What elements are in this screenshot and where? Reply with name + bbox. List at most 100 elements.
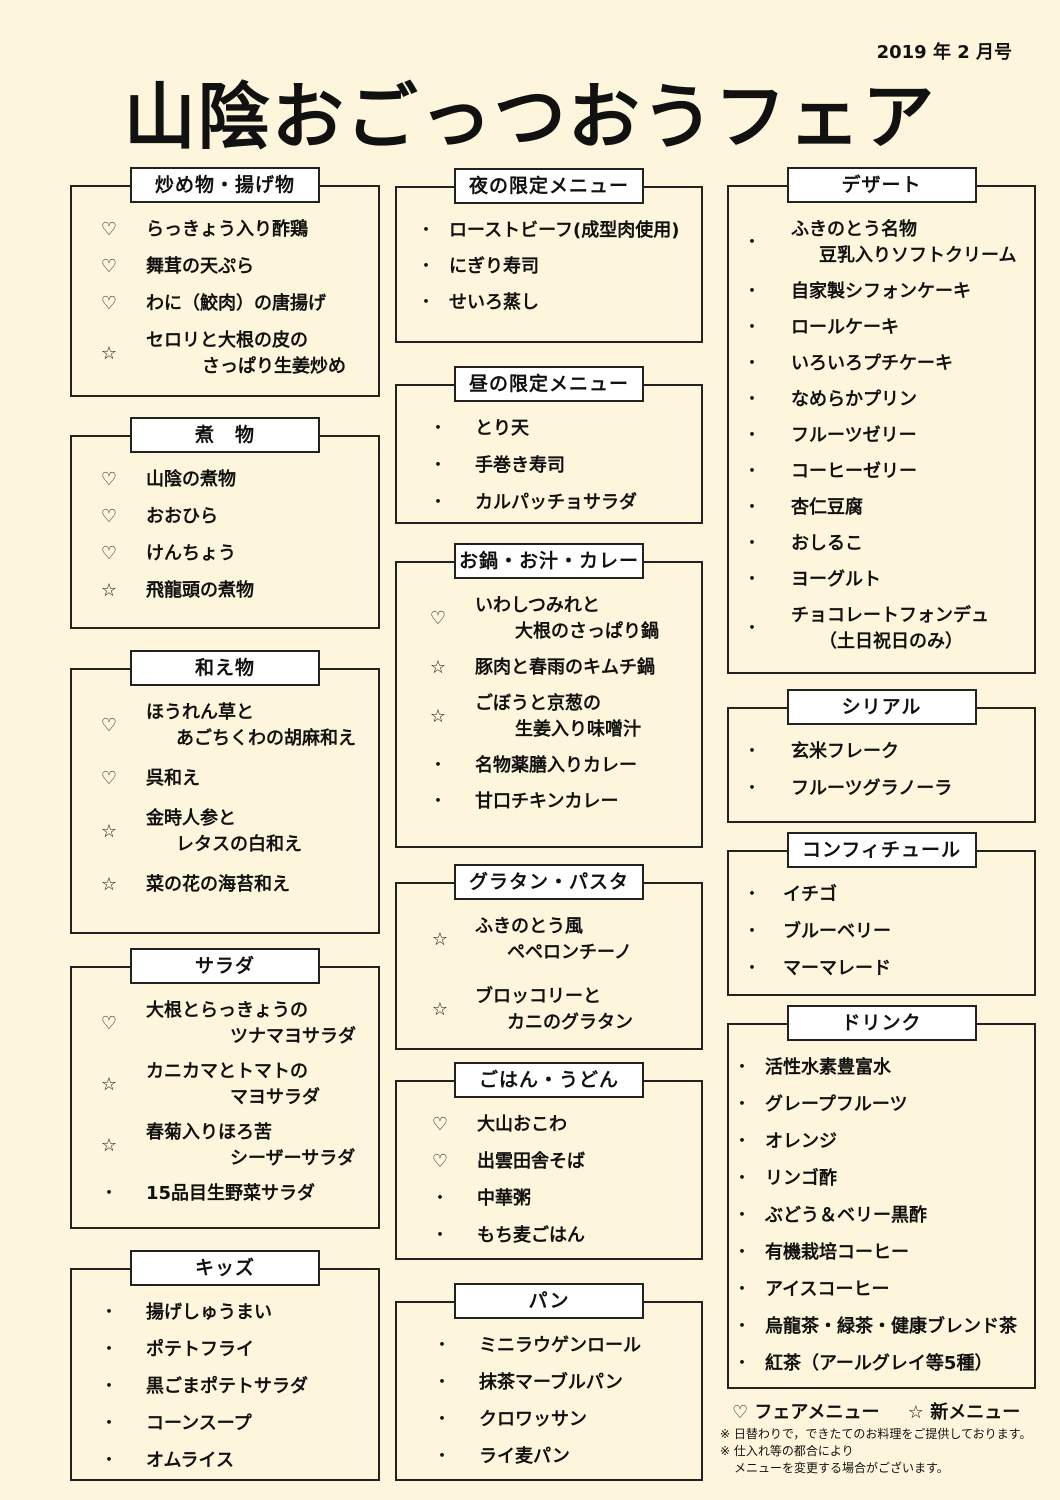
bullet-icon: ・ [743,921,761,942]
menu-item: ♡わに（鮫肉）の唐揚げ [72,291,378,317]
menu-list: ・イチゴ・ブルーベリー・マーマレード [729,882,1034,993]
menu-item-name: 大山おこわ [477,1114,567,1135]
menu-item: ・コーンスープ [72,1411,378,1437]
menu-item-name: 玄米フレーク [791,741,899,762]
section-title: シリアル [786,689,977,725]
new-mark-icon: ☆ [100,874,118,895]
section-title: お鍋・お汁・カレー [454,543,644,579]
fair-mark-icon: ♡ [100,768,118,789]
menu-item-name: いろいろプチケーキ [791,353,953,374]
menu-item-name-line2: （土日祝日のみ） [819,631,963,652]
section-gohan: ごはん・うどん♡大山おこわ♡出雲田舎そば・中華粥・もち麦ごはん [395,1062,703,1260]
section-aemono: 和え物♡ほうれん草とあごちくわの胡麻和え♡呉和え☆金時人参とレタスの白和え☆菜の… [70,650,380,934]
menu-item-name: オムライス [146,1450,235,1471]
bullet-icon: ・ [417,220,435,241]
section-title: コンフィチュール [786,832,977,868]
menu-item: ・ローストビーフ(成型肉使用) [397,218,701,244]
menu-item-name: 黒ごまポテトサラダ [146,1376,308,1397]
fair-mark-icon: ♡ [100,543,118,564]
bullet-icon: ・ [743,618,761,639]
bullet-icon: ・ [743,389,761,410]
menu-item: ♡出雲田舎そば [397,1149,701,1175]
menu-item: ・ポテトフライ [72,1337,378,1363]
page-title: 山陰おごっつおうフェア [123,75,937,159]
bullet-icon: ・ [431,1188,449,1209]
menu-list: ・玄米フレーク・フルーツグラノーラ [729,739,1034,813]
fair-mark-icon: ♡ [429,608,447,629]
bullet-icon: ・ [733,1242,751,1263]
menu-item-name: おしるこ [791,533,863,554]
menu-item-name: 豚肉と春雨のキムチ鍋 [475,657,655,678]
menu-item-name: 甘口チキンカレー [475,791,619,812]
section-cereal: シリアル・玄米フレーク・フルーツグラノーラ [727,689,1036,823]
note-1: ※ 日替わりで，できたてのお料理をご提供しております。 [720,1427,1032,1441]
menu-item: ・活性水素豊富水 [729,1055,1034,1081]
menu-item-name-line2: シーザーサラダ [230,1148,356,1169]
menu-item: ・黒ごまポテトサラダ [72,1374,378,1400]
menu-item: ♡大根とらっきょうのツナマヨサラダ [72,998,378,1050]
menu-list: ♡山陰の煮物♡おおひら♡けんちょう☆飛龍頭の煮物 [72,467,378,615]
fair-mark-icon: ♡ [100,256,118,277]
menu-item: ☆金時人参とレタスの白和え [72,806,378,858]
section-title: グラタン・パスタ [454,864,644,900]
menu-item-name: 大根とらっきょうの [146,1000,308,1021]
menu-item-name: チョコレートフォンデュ [791,605,989,626]
menu-item-name: にぎり寿司 [449,256,539,277]
menu-list: ・ふきのとう名物豆乳入りソフトクリーム・自家製シフォンケーキ・ロールケーキ・いろ… [729,217,1034,665]
menu-item: ☆ごぼうと京葱の生姜入り味噌汁 [397,691,701,743]
section-title: 和え物 [130,650,320,686]
menu-item-name: 菜の花の海苔和え [146,874,290,895]
menu-item: ・グレープフルーツ [729,1092,1034,1118]
menu-item: ♡ほうれん草とあごちくわの胡麻和え [72,700,378,752]
bullet-icon: ・ [733,1168,751,1189]
bullet-icon: ・ [743,281,761,302]
menu-item-name-line2: レタスの白和え [176,834,302,855]
fair-mark-icon: ♡ [100,293,118,314]
menu-item-name: 中華粥 [477,1188,531,1209]
menu-item: ・有機栽培コーヒー [729,1240,1034,1266]
bullet-icon: ・ [417,292,435,313]
fair-mark-icon: ♡ [100,506,118,527]
menu-item-name-line2: ツナマヨサラダ [230,1026,356,1047]
menu-item-name: マーマレード [783,958,891,979]
menu-item: ♡いわしつみれと大根のさっぱり鍋 [397,593,701,645]
menu-item: ♡ けんちょう [72,541,378,567]
menu-list: ♡大山おこわ♡出雲田舎そば・中華粥・もち麦ごはん [397,1112,701,1260]
bullet-icon: ・ [429,455,447,476]
bullet-icon: ・ [743,353,761,374]
menu-item-name: フルーツゼリー [791,425,917,446]
menu-item-name: けんちょう [146,543,236,564]
menu-item-name: 15品目生野菜サラダ [146,1183,316,1204]
bullet-icon: ・ [433,1446,451,1467]
legend-fair: ♡ フェアメニュー [732,1402,880,1423]
menu-item-name: 杏仁豆腐 [791,497,863,518]
section-pan: パン・ミニラウゲンロール・抹茶マーブルパン・クロワッサン・ライ麦パン [395,1283,703,1481]
menu-item-name: 舞茸の天ぷら [146,256,254,277]
menu-item-name: ブロッコリーと [475,986,601,1007]
new-mark-icon: ☆ [431,999,449,1020]
menu-item-name: ごぼうと京葱の [475,693,601,714]
menu-item-name: ライ麦パン [479,1446,570,1467]
legend: ♡ フェアメニュー ☆ 新メニュー [732,1398,1042,1424]
menu-item: ・ ライ麦パン [397,1444,701,1470]
menu-list: ♡大根とらっきょうのツナマヨサラダ☆カニカマとトマトのマヨサラダ☆春菊入りほろ苦… [72,998,378,1216]
menu-item: ・コーヒーゼリー [729,459,1034,485]
bullet-icon: ・ [743,569,761,590]
menu-item-name: 紅茶（アールグレイ等5種） [765,1353,993,1374]
menu-item-name: 活性水素豊富水 [765,1057,891,1078]
bullet-icon: ・ [100,1413,118,1434]
new-mark-icon: ☆ [100,343,118,364]
fair-mark-icon: ♡ [431,1114,449,1135]
menu-item: ・15品目生野菜サラダ [72,1181,378,1207]
menu-list: ♡いわしつみれと大根のさっぱり鍋☆豚肉と春雨のキムチ鍋☆ごぼうと京葱の生姜入り味… [397,593,701,825]
bullet-icon: ・ [733,1131,751,1152]
menu-item-name: グレープフルーツ [765,1094,908,1115]
menu-item-name: 出雲田舎そば [477,1151,585,1172]
menu-item: ・とり天 [397,416,701,442]
menu-item-name: リンゴ酢 [765,1168,837,1189]
menu-item-name: 有機栽培コーヒー [765,1242,909,1263]
menu-item: ♡ 舞茸の天ぷら [72,254,378,280]
menu-item-name: オレンジ [765,1131,837,1152]
menu-item: ・杏仁豆腐 [729,495,1034,521]
bullet-icon: ・ [743,425,761,446]
